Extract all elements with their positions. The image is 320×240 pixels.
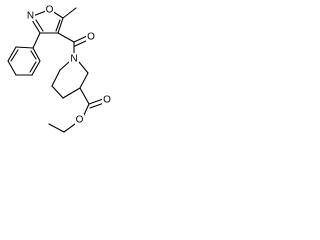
bond-ethyl [48,123,65,133]
atom-label-ester-carbonyl-o: O [103,95,111,106]
bond-phenyl-1 [32,47,41,62]
atom-label-group-ester-carbonyl-o: O [102,95,111,106]
atom-label-group-piperidine-n: N [69,53,79,65]
bond-carbonyl-o [73,35,88,43]
bond-pip-c6-n [59,61,70,71]
bond-ester-o-ch2 [63,123,76,133]
bond-c3-phenyl [32,32,41,49]
bond-phenyl-2 [31,60,41,76]
bond-ester-carbon-o-double-1 [88,98,104,105]
atom-label-isoxazole-o: O [46,5,54,16]
bond-isoxazole-n-o [32,10,47,17]
atom-label-piperidine-n: N [70,54,77,65]
molecule-structure: N O O N O O [7,4,111,133]
amide-group [57,32,89,55]
atom-label-isoxazole-n: N [27,11,34,22]
piperidine-ring [51,61,89,99]
bond-phenyl-inner-3 [30,50,37,60]
bond-isoxazole-c3-n-double [35,19,44,32]
bond-isoxazole-c5-c4 [57,17,64,34]
bond-c4-carbonyl [57,32,75,43]
atom-label-carbonyl-o: O [87,32,95,43]
bond-phenyl-inner-2 [10,49,19,62]
atom-label-ester-o: O [76,115,84,126]
bond-phenyl-5 [7,46,17,62]
bond-methyl [62,7,77,19]
atom-label-group-isoxazole-o: O [45,4,54,16]
bond-c3-ester-carbon [79,87,90,105]
atom-label-group-isoxazole-n: N [26,10,35,22]
bond-pip-c2-c3 [79,72,89,89]
bond-phenyl-inner-1 [29,61,37,73]
bond-phenyl-6 [15,46,34,49]
bond-pip-c3-c4 [62,87,81,99]
bond-ester-carbon-o-double-2 [89,102,105,109]
phenyl-ring [7,32,41,76]
bond-carbonyl-o-double [74,39,89,47]
bond-pip-n-c2 [78,61,89,74]
atom-label-group-carbonyl-o: O [86,32,95,43]
bond-isoxazole-c3-n [31,19,41,34]
bond-isoxazole-c5-c4-double [55,19,61,32]
bond-pip-c5-c6 [51,69,61,87]
atom-label-group-ester-o: O [75,114,84,126]
bond-pip-c4-c5 [51,85,64,99]
bond-phenyl-4 [7,60,17,76]
